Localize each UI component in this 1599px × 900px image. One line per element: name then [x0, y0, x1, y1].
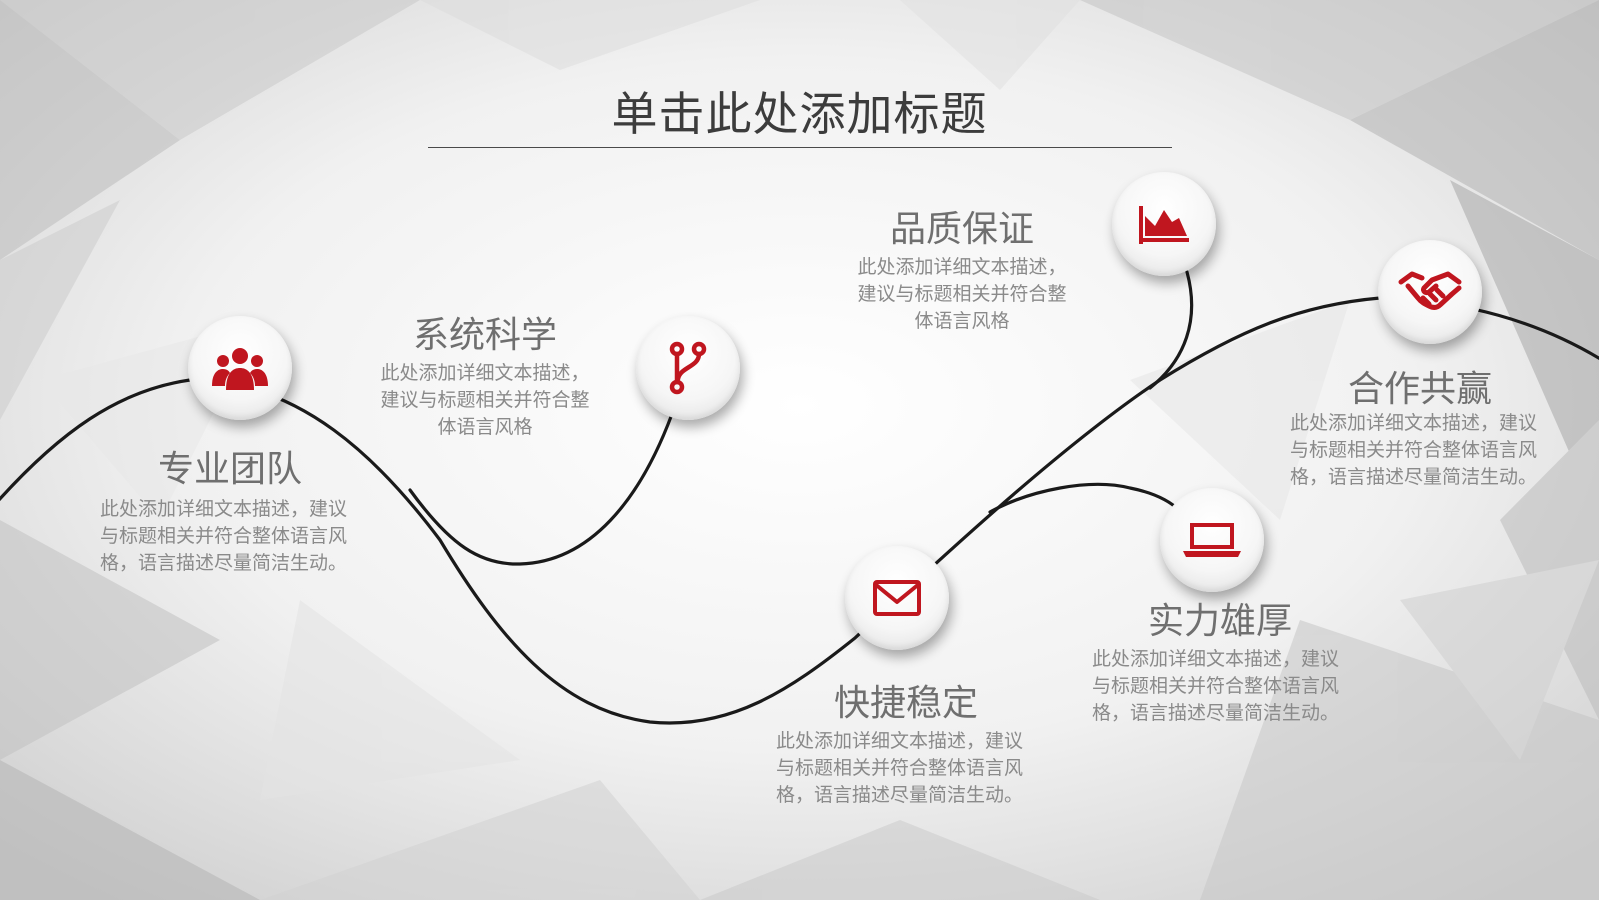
desc-strength: 此处添加详细文本描述，建议 与标题相关并符合整体语言风 格，语言描述尽量简洁生动…	[1092, 646, 1339, 727]
desc-line: 格，语言描述尽量简洁生动。	[1092, 702, 1340, 724]
desc-line: 此处添加详细文本描述，建议	[1290, 412, 1538, 434]
desc-line: 建议与标题相关并符合整	[857, 283, 1067, 305]
slide-title[interactable]: 单击此处添加标题	[611, 87, 988, 141]
label-strength: 实力雄厚	[1147, 601, 1292, 642]
label-cooperation: 合作共赢	[1347, 369, 1492, 410]
title-divider	[428, 147, 1172, 148]
node-strength[interactable]	[1160, 488, 1264, 592]
label-team: 专业团队	[157, 449, 302, 490]
branch-icon	[669, 341, 707, 395]
connector-curve-left	[408, 412, 674, 566]
node-cooperation[interactable]	[1378, 240, 1482, 344]
connector-curve-top	[1148, 270, 1194, 390]
desc-line: 格，语言描述尽量简洁生动。	[1290, 466, 1538, 488]
desc-fast: 此处添加详细文本描述，建议 与标题相关并符合整体语言风 格，语言描述尽量简洁生动…	[776, 728, 1023, 809]
desc-line: 格，语言描述尽量简洁生动。	[776, 784, 1024, 806]
label-fast: 快捷稳定	[833, 683, 978, 724]
desc-line: 此处添加详细文本描述，建议	[100, 498, 348, 520]
desc-line: 格，语言描述尽量简洁生动。	[100, 552, 348, 574]
laptop-icon	[1183, 523, 1241, 557]
connector-curve-right	[988, 482, 1182, 514]
label-system: 系统科学	[412, 315, 557, 356]
envelope-icon	[873, 580, 921, 616]
desc-line: 与标题相关并符合整体语言风	[1092, 675, 1340, 697]
desc-line: 此处添加详细文本描述，	[380, 362, 590, 384]
desc-line: 此处添加详细文本描述，建议	[776, 730, 1024, 752]
desc-team: 此处添加详细文本描述，建议 与标题相关并符合整体语言风 格，语言描述尽量简洁生动…	[100, 496, 347, 577]
node-fast[interactable]	[845, 546, 949, 650]
desc-system: 此处添加详细文本描述， 建议与标题相关并符合整 体语言风格	[365, 360, 605, 441]
desc-line: 建议与标题相关并符合整	[380, 389, 590, 411]
node-quality[interactable]	[1112, 172, 1216, 276]
desc-cooperation: 此处添加详细文本描述，建议 与标题相关并符合整体语言风 格，语言描述尽量简洁生动…	[1290, 410, 1537, 491]
node-system[interactable]	[636, 316, 740, 420]
desc-line: 此处添加详细文本描述，建议	[1092, 648, 1340, 670]
desc-line: 此处添加详细文本描述，	[857, 256, 1067, 278]
node-team[interactable]	[188, 316, 292, 420]
desc-line: 与标题相关并符合整体语言风	[100, 525, 348, 547]
handshake-icon	[1398, 271, 1462, 310]
desc-line: 体语言风格	[437, 416, 533, 438]
desc-line: 与标题相关并符合整体语言风	[1290, 439, 1538, 461]
desc-line: 体语言风格	[914, 310, 1010, 332]
desc-line: 与标题相关并符合整体语言风	[776, 757, 1024, 779]
team-icon	[212, 348, 268, 390]
desc-quality: 此处添加详细文本描述， 建议与标题相关并符合整 体语言风格	[842, 254, 1082, 335]
label-quality: 品质保证	[889, 209, 1034, 250]
area-chart-icon	[1139, 206, 1189, 244]
